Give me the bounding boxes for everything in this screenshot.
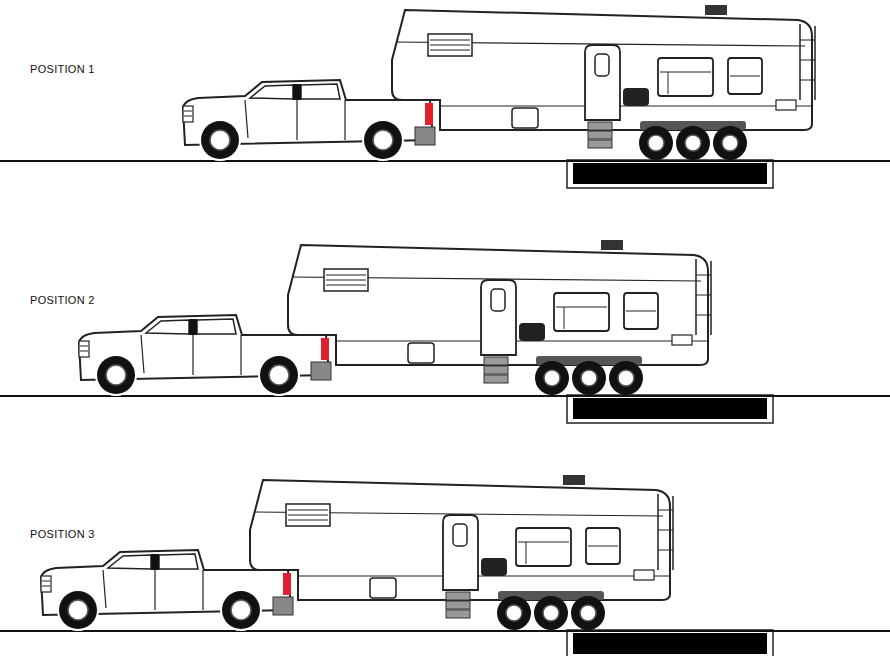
position-label: POSITION 3 bbox=[30, 528, 95, 540]
ground-with-pit bbox=[0, 160, 890, 188]
truck-and-trailer bbox=[79, 240, 711, 396]
truck-and-trailer bbox=[183, 5, 815, 161]
ground-with-pit bbox=[0, 395, 890, 423]
truck-and-trailer bbox=[41, 475, 673, 631]
position-label: POSITION 2 bbox=[30, 294, 95, 306]
ground-with-pit bbox=[0, 630, 890, 656]
position-label: POSITION 1 bbox=[30, 63, 95, 75]
